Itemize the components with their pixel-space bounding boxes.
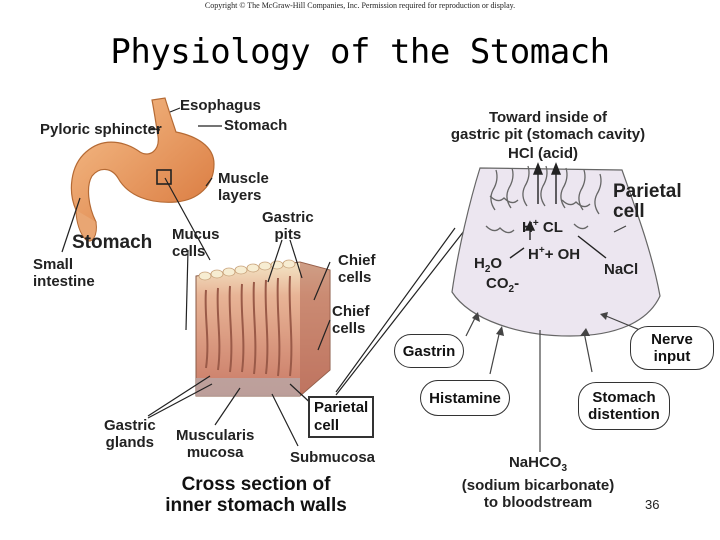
page-number: 36 [645, 497, 660, 512]
tissue-cross-section [195, 259, 331, 397]
histamine-bubble: Histamine [420, 380, 510, 416]
pyloric-sphincter-label: Pyloric sphincter [40, 121, 162, 138]
h2o-label: H2O [474, 255, 503, 275]
submucosa-label: Submucosa [290, 449, 376, 466]
right-connectors [465, 225, 641, 452]
esophagus-label: Esophagus [180, 97, 261, 114]
zoom-marker [156, 169, 172, 185]
stomach-large-label: Stomach [72, 232, 153, 253]
stomach-illustration [70, 97, 215, 242]
right-arrowheads [472, 312, 608, 336]
page-title: Physiology of the Stomach [110, 32, 610, 72]
nahco3-label: NaHCO3 (sodium bicarbonate) to bloodstre… [461, 454, 615, 511]
parietal-cell-drawing [451, 162, 661, 337]
copyright-notice: Copyright © The McGraw-Hill Companies, I… [204, 1, 516, 10]
co2-label: CO2- [486, 275, 520, 295]
stomach-small-label: Stomach [224, 117, 288, 134]
h-cl-label: H+ CL [522, 218, 563, 236]
nacl-label: NaCl [604, 261, 639, 278]
gastrin-bubble: Gastrin [394, 334, 464, 368]
h-oh-label: H++ OH [528, 245, 581, 263]
hcl-label: HCl (acid) [508, 145, 579, 162]
